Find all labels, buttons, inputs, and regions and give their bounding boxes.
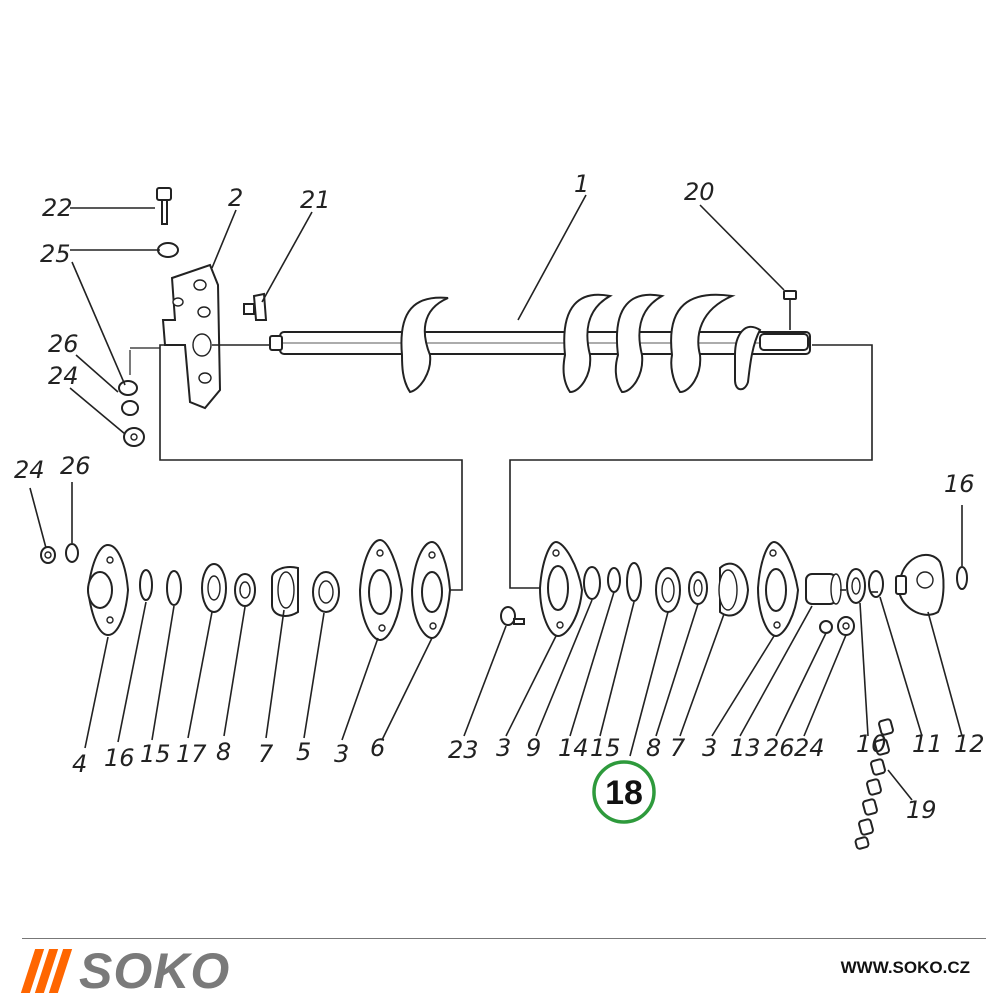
callout-15: 15	[140, 740, 171, 768]
callout-17: 17	[176, 740, 207, 768]
callout-19: 19	[906, 796, 937, 824]
callout-23: 23	[448, 736, 479, 764]
chain-19	[854, 718, 894, 850]
callout-13: 13	[730, 734, 761, 762]
callout-26: 26	[48, 330, 79, 358]
leader-lines	[29, 194, 963, 801]
callout-4: 4	[72, 750, 87, 778]
website-url: WWW.SOKO.CZ	[840, 958, 970, 977]
brand-stripes-icon	[20, 949, 73, 993]
auger-shaft	[269, 293, 811, 394]
callout-24-left: 24	[14, 456, 45, 484]
callout-7: 7	[258, 740, 274, 768]
callout-5: 5	[296, 738, 311, 766]
callout-15-right: 15	[590, 734, 621, 762]
callout-11: 11	[912, 730, 943, 758]
callout-26-right: 26	[764, 734, 795, 762]
callout-20: 20	[684, 178, 715, 206]
callout-7-right: 7	[670, 734, 686, 762]
right-bearing-assembly	[500, 540, 968, 850]
callout-22: 22	[42, 194, 73, 222]
brand-logo: SOKO	[20, 942, 231, 1000]
callout-12: 12	[954, 730, 985, 758]
highlight-18: 18	[592, 760, 656, 824]
callout-labels: 1 2 20 21 22 25 26 24 24 26 16 4 16 15 1…	[14, 170, 985, 824]
callout-8-right: 8	[646, 734, 661, 762]
callout-24-right: 24	[794, 734, 825, 762]
callout-24: 24	[48, 362, 79, 390]
brand-name: SOKO	[79, 943, 231, 999]
callout-8: 8	[216, 738, 231, 766]
washer-25	[157, 242, 179, 258]
footer-divider	[22, 938, 986, 939]
callout-3: 3	[334, 740, 349, 768]
bolt-21	[243, 292, 268, 321]
callout-3-right-b: 3	[702, 734, 717, 762]
callout-3-right: 3	[496, 734, 511, 762]
set-screw-20	[783, 290, 797, 330]
callout-16-right: 16	[944, 470, 975, 498]
callout-1: 1	[574, 170, 589, 198]
nut-group-left	[118, 380, 145, 447]
callout-6: 6	[370, 734, 385, 762]
callout-14: 14	[558, 734, 589, 762]
callout-25: 25	[40, 240, 71, 268]
bracket	[161, 263, 222, 410]
bolt-22	[156, 187, 172, 225]
callout-2: 2	[228, 184, 243, 212]
callout-10: 10	[856, 730, 887, 758]
callout-16: 16	[104, 744, 135, 772]
left-bearing-assembly	[40, 538, 452, 642]
callout-9: 9	[526, 734, 541, 762]
callout-21: 21	[300, 186, 331, 214]
callout-26-left: 26	[60, 452, 91, 480]
connecting-lines	[129, 344, 873, 591]
highlight-number: 18	[605, 774, 643, 812]
highlight-ring	[592, 760, 656, 824]
exploded-parts-diagram: 1 2 20 21 22 25 26 24 24 26 16 4 16 15 1…	[14, 170, 985, 850]
